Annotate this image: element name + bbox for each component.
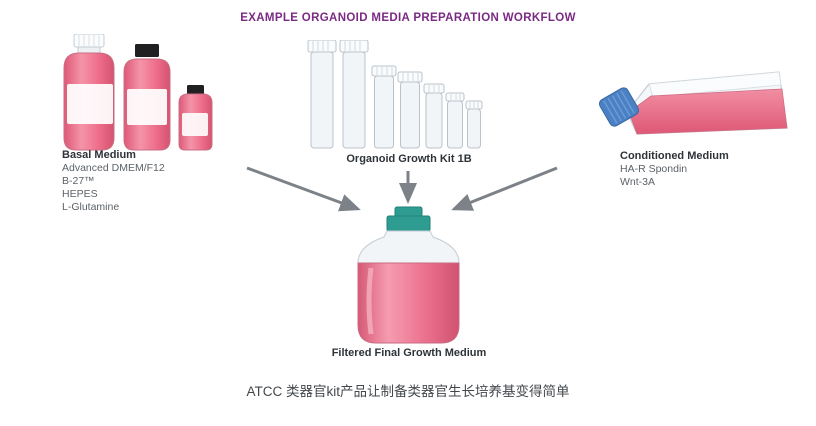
basal-medium-label-block: Basal Medium Advanced DMEM/F12 B-27™ HEP… — [62, 148, 237, 214]
final-medium-heading: Filtered Final Growth Medium — [331, 347, 487, 359]
diagram-title: EXAMPLE ORGANOID MEDIA PREPARATION WORKF… — [240, 12, 576, 24]
growth-kit-vials-illustration — [307, 40, 483, 149]
conditioned-medium-item: Wnt-3A — [620, 176, 656, 188]
basal-medium-item: Advanced DMEM/F12 — [62, 162, 165, 174]
bottle-small-icon — [178, 85, 213, 151]
conditioned-medium-flask-illustration — [598, 71, 788, 135]
bottle-medium-icon — [123, 44, 171, 151]
bottle-large-icon — [63, 34, 115, 151]
final-bottle-icon — [357, 206, 460, 344]
arrow-from-basal — [246, 166, 361, 212]
conditioned-medium-heading: Conditioned Medium — [620, 150, 729, 162]
final-medium-bottle-illustration — [357, 206, 460, 344]
culture-flask-icon — [598, 71, 788, 135]
flask-cap-icon — [598, 87, 640, 127]
basal-medium-item: HEPES — [62, 188, 98, 200]
basal-medium-bottles-illustration — [63, 34, 213, 151]
final-medium-label-block: Filtered Final Growth Medium — [296, 346, 522, 360]
basal-medium-item: B-27™ — [62, 175, 95, 187]
basal-medium-item: L-Glutamine — [62, 201, 120, 213]
conditioned-medium-label-block: Conditioned Medium HA-R Spondin Wnt-3A — [620, 149, 790, 189]
growth-kit-label-block: Organoid Growth Kit 1B — [318, 152, 500, 166]
bottom-caption: ATCC 类器官kit产品让制备类器官生长培养基变得简单 — [246, 384, 570, 399]
basal-medium-heading: Basal Medium — [62, 149, 136, 161]
growth-kit-heading: Organoid Growth Kit 1B — [346, 153, 472, 165]
conditioned-medium-item: HA-R Spondin — [620, 163, 688, 175]
arrow-from-conditioned — [451, 166, 558, 211]
vial-icons — [307, 40, 483, 149]
